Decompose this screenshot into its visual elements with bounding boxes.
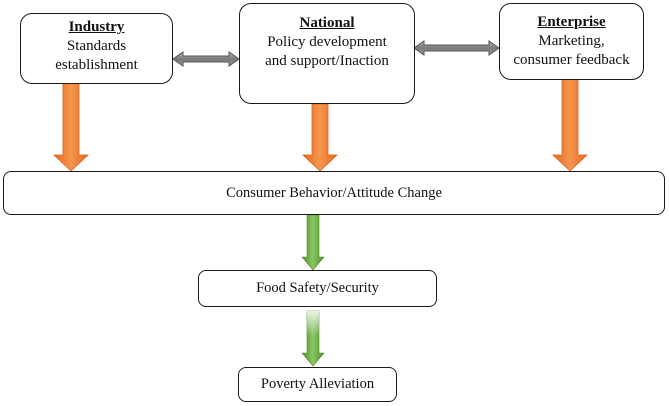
enterprise-line-1: Marketing, xyxy=(538,33,605,49)
industry-box: Industry Standards establishment xyxy=(20,13,173,84)
industry-line-1: Standards xyxy=(66,38,127,54)
national-line-2: and support/Inaction xyxy=(265,53,389,69)
industry-title: Industry xyxy=(68,19,125,35)
food-safety-label: Food Safety/Security xyxy=(256,280,379,296)
consumer-behavior-box: Consumer Behavior/Attitude Change xyxy=(3,171,665,215)
poverty-alleviation-box: Poverty Alleviation xyxy=(238,367,397,402)
green-arrow-consumer-to-food xyxy=(301,214,325,271)
poverty-alleviation-label: Poverty Alleviation xyxy=(260,376,375,392)
orange-arrow-industry xyxy=(52,82,90,172)
green-arrow-food-to-poverty xyxy=(301,310,325,367)
national-line-1: Policy development xyxy=(267,34,387,50)
national-title: National xyxy=(299,15,355,31)
orange-arrow-national xyxy=(301,103,339,172)
consumer-behavior-label: Consumer Behavior/Attitude Change xyxy=(226,184,442,201)
food-safety-box: Food Safety/Security xyxy=(198,270,437,307)
orange-arrow-enterprise xyxy=(551,78,589,172)
double-arrow-national-enterprise xyxy=(413,40,500,56)
enterprise-title: Enterprise xyxy=(537,14,606,30)
industry-line-2: establishment xyxy=(55,57,138,73)
enterprise-box: Enterprise Marketing, consumer feedback xyxy=(499,3,644,80)
national-box: National Policy development and support/… xyxy=(239,3,415,104)
enterprise-line-2: consumer feedback xyxy=(513,52,630,68)
double-arrow-industry-national xyxy=(172,51,240,67)
